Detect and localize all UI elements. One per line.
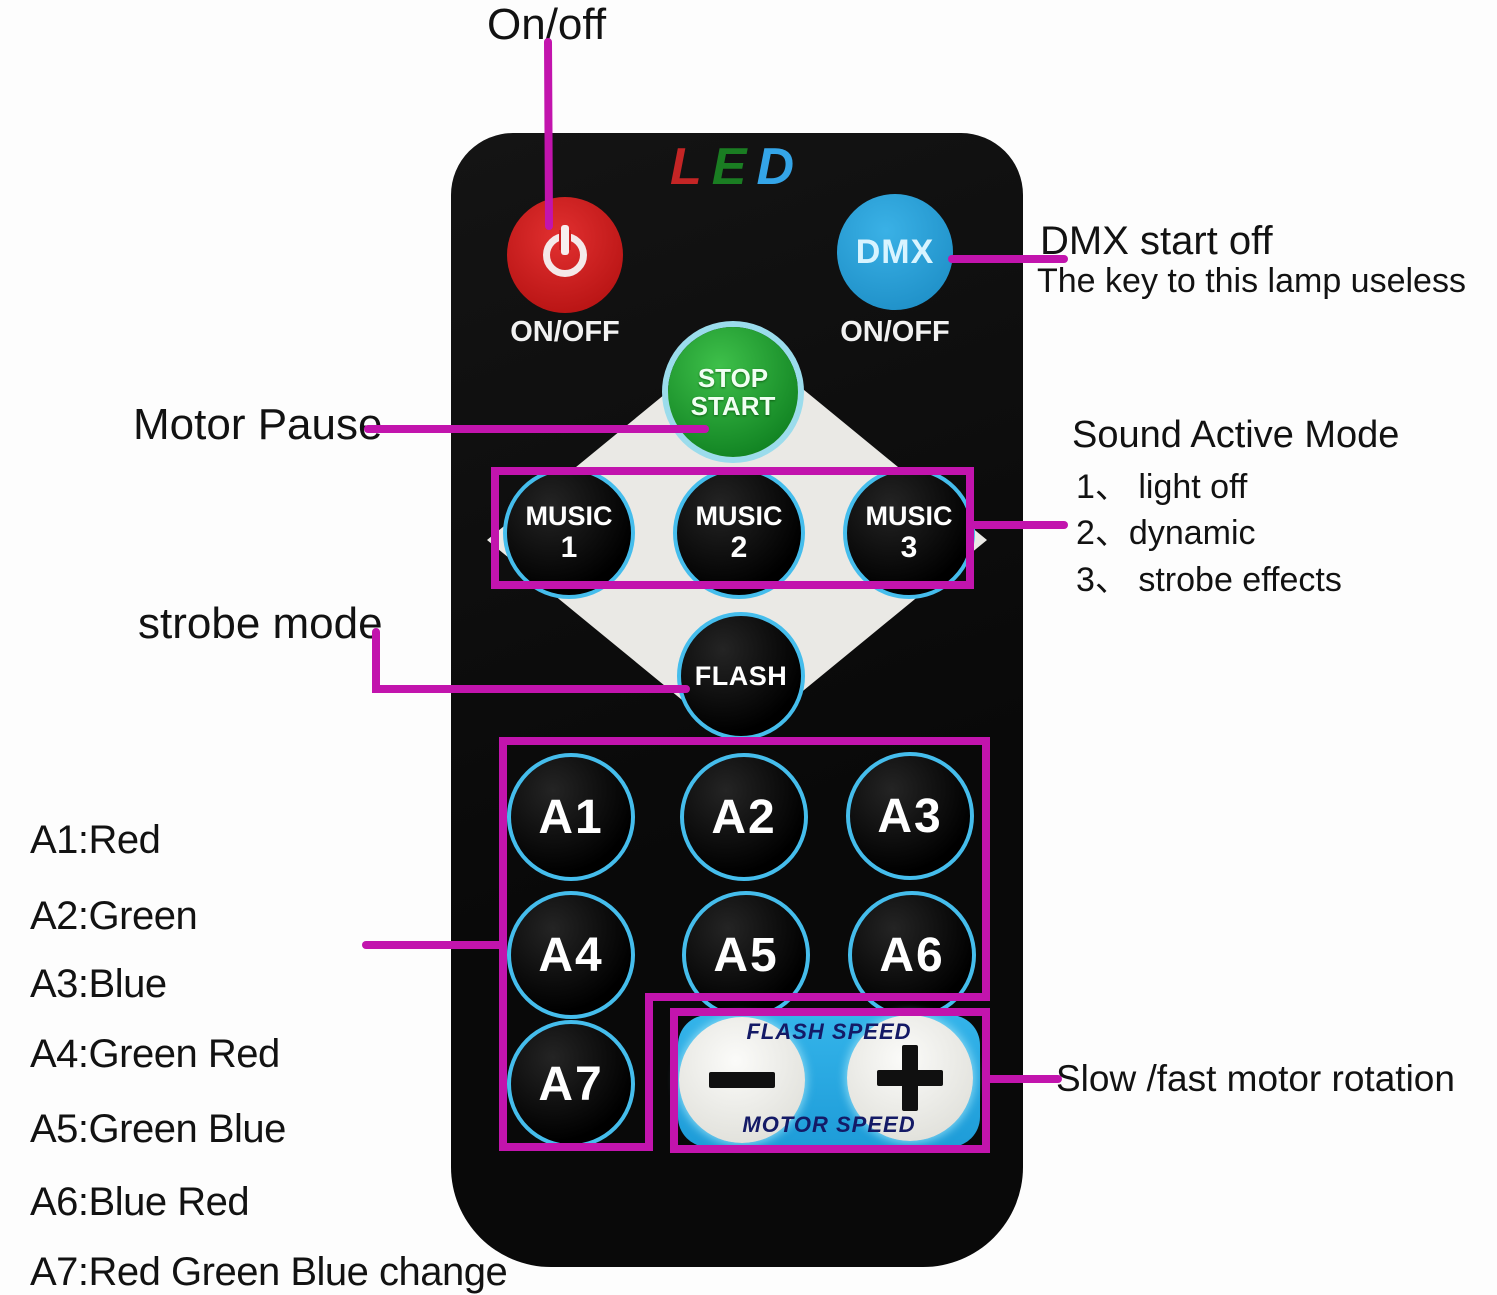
annotation-a6-color: A6:Blue Red — [30, 1180, 250, 1224]
flash-speed-label: FLASH SPEED — [746, 1019, 912, 1044]
annotation-on-off: On/off — [487, 0, 607, 49]
music-2-number: 2 — [730, 531, 748, 565]
a5-button[interactable]: A5 — [682, 891, 810, 1019]
power-icon — [543, 225, 587, 277]
dmx-button[interactable]: DMX — [837, 194, 953, 310]
dmx-button-text: DMX — [855, 232, 935, 271]
a1-label: A1 — [538, 790, 604, 844]
annotation-a5-color: A5:Green Blue — [30, 1107, 286, 1151]
annotation-motor-rotation: Slow /fast motor rotation — [1056, 1058, 1455, 1099]
annotation-dmx-title: DMX start off — [1040, 219, 1273, 263]
annotation-dmx-subtitle: The key to this lamp useless — [1037, 262, 1466, 300]
a4-label: A4 — [538, 928, 604, 982]
a4-button[interactable]: A4 — [507, 891, 635, 1019]
dmx-button-label: ON/OFF — [840, 316, 950, 348]
a3-label: A3 — [877, 789, 943, 843]
a7-button[interactable]: A7 — [507, 1020, 635, 1148]
annotation-a7-color: A7:Red Green Blue change — [30, 1250, 508, 1294]
annotation-sound-item-1: 1、 light off — [1076, 468, 1248, 506]
a6-label: A6 — [879, 928, 945, 982]
annotation-a4-color: A4:Green Red — [30, 1032, 280, 1076]
led-logo-letter-e: E — [711, 138, 757, 196]
music-2-button[interactable]: MUSIC 2 — [673, 467, 805, 599]
power-button[interactable] — [507, 197, 623, 313]
flash-button[interactable]: FLASH — [677, 612, 805, 740]
remote-control-body: LED ON/OFF DMX ON/OFF STOP START MUSIC 1… — [451, 133, 1023, 1267]
a7-label: A7 — [538, 1057, 604, 1111]
music-1-button[interactable]: MUSIC 1 — [503, 467, 635, 599]
annotation-sound-item-2: 2、dynamic — [1076, 514, 1256, 552]
annotation-strobe-mode: strobe mode — [138, 599, 383, 648]
a1-button[interactable]: A1 — [507, 753, 635, 881]
flash-button-label: FLASH — [694, 660, 788, 691]
music-3-word: MUSIC — [865, 501, 953, 532]
a2-label: A2 — [711, 790, 777, 844]
minus-icon — [709, 1072, 775, 1088]
a3-button[interactable]: A3 — [846, 752, 974, 880]
plus-icon — [902, 1045, 918, 1111]
music-3-number: 3 — [900, 531, 918, 565]
music-2-word: MUSIC — [695, 501, 783, 532]
music-3-button[interactable]: MUSIC 3 — [843, 467, 975, 599]
stop-start-button[interactable]: STOP START — [668, 327, 798, 457]
led-logo-letter-d: D — [756, 138, 804, 196]
led-logo: LED — [451, 137, 1023, 197]
music-1-number: 1 — [560, 531, 578, 565]
annotation-sound-item-3: 3、 strobe effects — [1076, 561, 1342, 599]
power-button-label: ON/OFF — [510, 316, 620, 348]
annotation-a1-color: A1:Red — [30, 818, 161, 862]
annotation-sound-active-title: Sound Active Mode — [1072, 414, 1400, 456]
stop-label: STOP — [697, 362, 769, 393]
a5-label: A5 — [713, 928, 779, 982]
led-logo-letter-l: L — [669, 138, 712, 196]
annotation-motor-pause: Motor Pause — [133, 400, 383, 449]
annotation-a3-color: A3:Blue — [30, 962, 167, 1006]
motor-speed-label: MOTOR SPEED — [742, 1112, 916, 1137]
a2-button[interactable]: A2 — [680, 753, 808, 881]
a6-button[interactable]: A6 — [848, 891, 976, 1019]
start-label: START — [690, 391, 776, 421]
music-1-word: MUSIC — [525, 501, 613, 532]
annotation-a2-color: A2:Green — [30, 894, 198, 938]
